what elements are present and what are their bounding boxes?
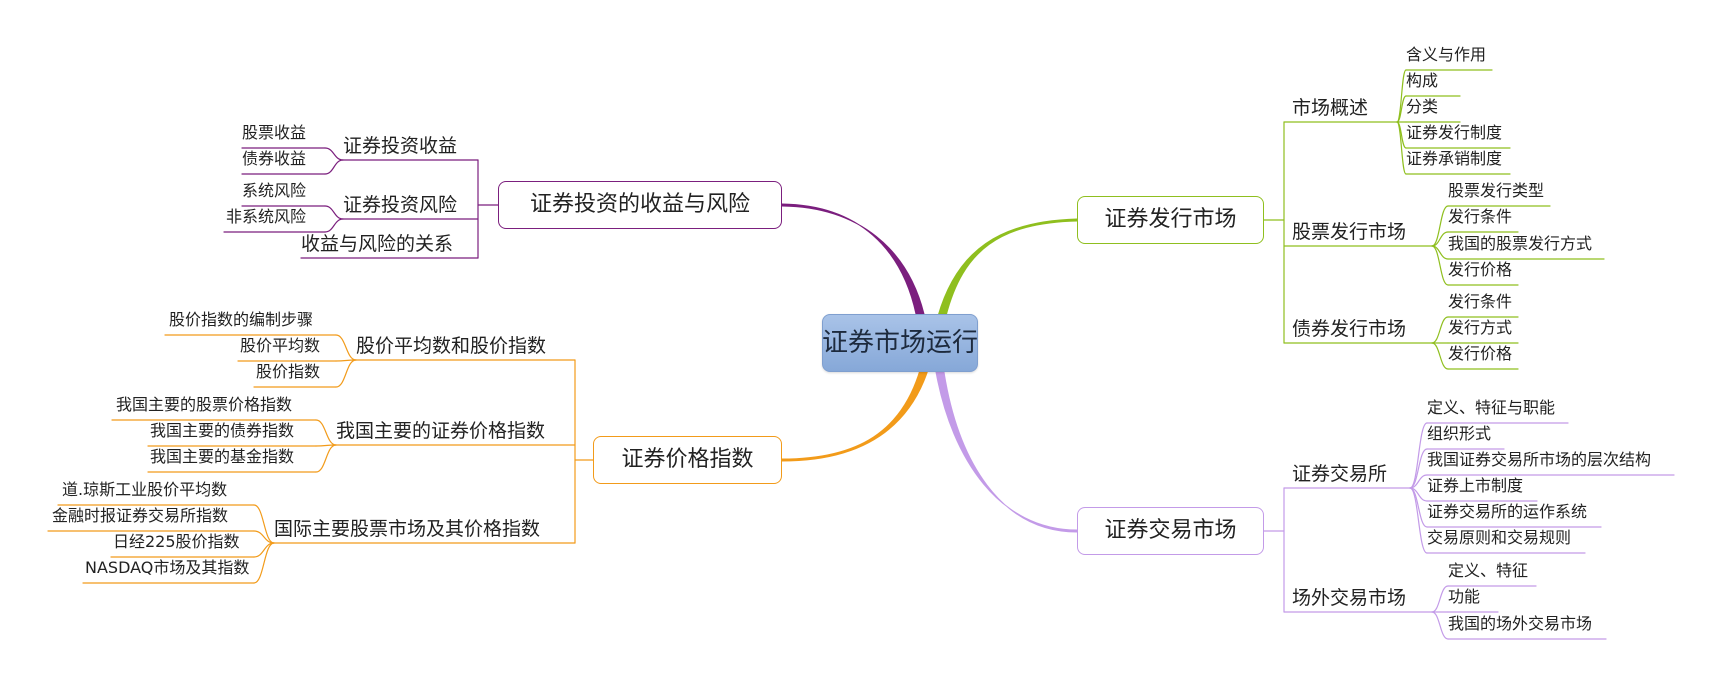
connector-line — [1396, 69, 1407, 123]
leaf-cn-stock-index[interactable]: 我国主要的股票价格指数 — [116, 395, 293, 414]
leaf-stock-return[interactable]: 股票收益 — [242, 123, 307, 142]
leaf-stock-average[interactable]: 股价平均数 — [240, 336, 321, 355]
subtopic-market-overview[interactable]: 市场概述 — [1292, 97, 1369, 119]
leaf-bond-issue-conditions[interactable]: 发行条件 — [1448, 292, 1513, 311]
leaf-trading-rules[interactable]: 交易原则和交易规则 — [1427, 528, 1572, 547]
topic-investment-return-risk[interactable]: 证券投资的收益与风险 — [498, 181, 782, 229]
leaf-exchange-definition[interactable]: 定义、特征与职能 — [1427, 398, 1556, 417]
leaf-otc-function[interactable]: 功能 — [1448, 587, 1481, 606]
branch-root-to-index — [781, 369, 929, 462]
leaf-ftse[interactable]: 金融时报证券交易所指数 — [52, 506, 229, 525]
leaf-systematic-risk[interactable]: 系统风险 — [242, 181, 307, 200]
connector-line — [324, 205, 344, 220]
connector-line — [1409, 422, 1428, 489]
leaf-cn-stock-issue-methods[interactable]: 我国的股票发行方式 — [1448, 234, 1593, 253]
connector-line — [315, 444, 337, 473]
leaf-exchange-operation[interactable]: 证券交易所的运作系统 — [1427, 502, 1588, 521]
leaf-stock-issue-price[interactable]: 发行价格 — [1448, 260, 1513, 279]
connector-line — [1431, 231, 1449, 247]
leaf-composition[interactable]: 构成 — [1406, 71, 1439, 90]
connector-line — [1431, 342, 1449, 370]
leaf-nonsystematic-risk[interactable]: 非系统风险 — [226, 207, 307, 226]
leaf-bond-issue-methods[interactable]: 发行方式 — [1448, 318, 1513, 337]
connector-line — [1431, 205, 1449, 247]
topic-securities-price-index[interactable]: 证券价格指数 — [593, 436, 782, 484]
connector-line — [324, 147, 344, 161]
connector-line — [315, 419, 337, 446]
connector-line — [1431, 585, 1449, 613]
branch-root-to-trading — [935, 371, 1078, 533]
leaf-index-compilation[interactable]: 股价指数的编制步骤 — [169, 310, 314, 329]
subtopic-otc-market[interactable]: 场外交易市场 — [1292, 587, 1407, 609]
connector-line — [1431, 245, 1449, 286]
leaf-listing-system[interactable]: 证券上市制度 — [1427, 476, 1524, 495]
leaf-meaning-role[interactable]: 含义与作用 — [1406, 45, 1487, 64]
connector-line — [253, 504, 275, 544]
leaf-stock-issue-type[interactable]: 股票发行类型 — [1448, 181, 1545, 200]
leaf-otc-definition[interactable]: 定义、特征 — [1448, 561, 1529, 580]
leaf-exchange-organization[interactable]: 组织形式 — [1427, 424, 1492, 443]
leaf-underwriting-system[interactable]: 证券承销制度 — [1406, 149, 1503, 168]
leaf-nasdaq[interactable]: NASDAQ市场及其指数 — [85, 558, 250, 577]
connector-line — [253, 542, 275, 584]
connector-line — [1409, 487, 1428, 554]
leaf-nikkei-225[interactable]: 日经225股价指数 — [113, 532, 240, 551]
connector-line — [1431, 316, 1449, 344]
subtopic-international-markets[interactable]: 国际主要股票市场及其价格指数 — [274, 518, 541, 540]
subtopic-investment-risk[interactable]: 证券投资风险 — [343, 194, 458, 216]
leaf-stock-issue-conditions[interactable]: 发行条件 — [1448, 207, 1513, 226]
connector-line — [1431, 611, 1449, 640]
leaf-cn-bond-index[interactable]: 我国主要的债券指数 — [150, 421, 295, 440]
connector-line — [335, 359, 357, 388]
leaf-dow-jones[interactable]: 道.琼斯工业股价平均数 — [62, 480, 228, 499]
connector-line — [1409, 448, 1428, 489]
topic-securities-trading-market[interactable]: 证券交易市场 — [1077, 507, 1264, 555]
leaf-stock-index[interactable]: 股价指数 — [256, 362, 321, 381]
branch-root-to-investment — [781, 203, 925, 315]
subtopic-return-risk-relation[interactable]: 收益与风险的关系 — [301, 233, 454, 255]
subtopic-domestic-price-index[interactable]: 我国主要的证券价格指数 — [336, 420, 546, 442]
subtopic-investment-return[interactable]: 证券投资收益 — [343, 135, 458, 157]
leaf-exchange-tiers[interactable]: 我国证券交易所市场的层次结构 — [1427, 450, 1652, 469]
connector-line — [335, 334, 357, 361]
leaf-bond-issue-price[interactable]: 发行价格 — [1448, 344, 1513, 363]
branch-root-to-issuance — [937, 218, 1078, 317]
leaf-issuance-system[interactable]: 证券发行制度 — [1406, 123, 1503, 142]
subtopic-bond-issuance[interactable]: 债券发行市场 — [1292, 318, 1407, 340]
connector-line — [1396, 95, 1407, 123]
subtopic-stock-issuance[interactable]: 股票发行市场 — [1292, 221, 1407, 243]
topic-securities-issuance-market[interactable]: 证券发行市场 — [1077, 196, 1264, 244]
root-topic[interactable]: 证券市场运行 — [822, 314, 978, 372]
subtopic-stock-exchange[interactable]: 证券交易所 — [1292, 463, 1388, 485]
connector-line — [1396, 121, 1407, 175]
leaf-bond-return[interactable]: 债券收益 — [242, 149, 307, 168]
connector-line — [324, 159, 344, 175]
connector-line — [1409, 474, 1428, 489]
connector-line — [324, 218, 344, 233]
subtopic-stock-average-index[interactable]: 股价平均数和股价指数 — [356, 335, 547, 357]
leaf-classification[interactable]: 分类 — [1406, 97, 1439, 116]
leaf-cn-otc-market[interactable]: 我国的场外交易市场 — [1448, 614, 1593, 633]
leaf-cn-fund-index[interactable]: 我国主要的基金指数 — [150, 447, 295, 466]
